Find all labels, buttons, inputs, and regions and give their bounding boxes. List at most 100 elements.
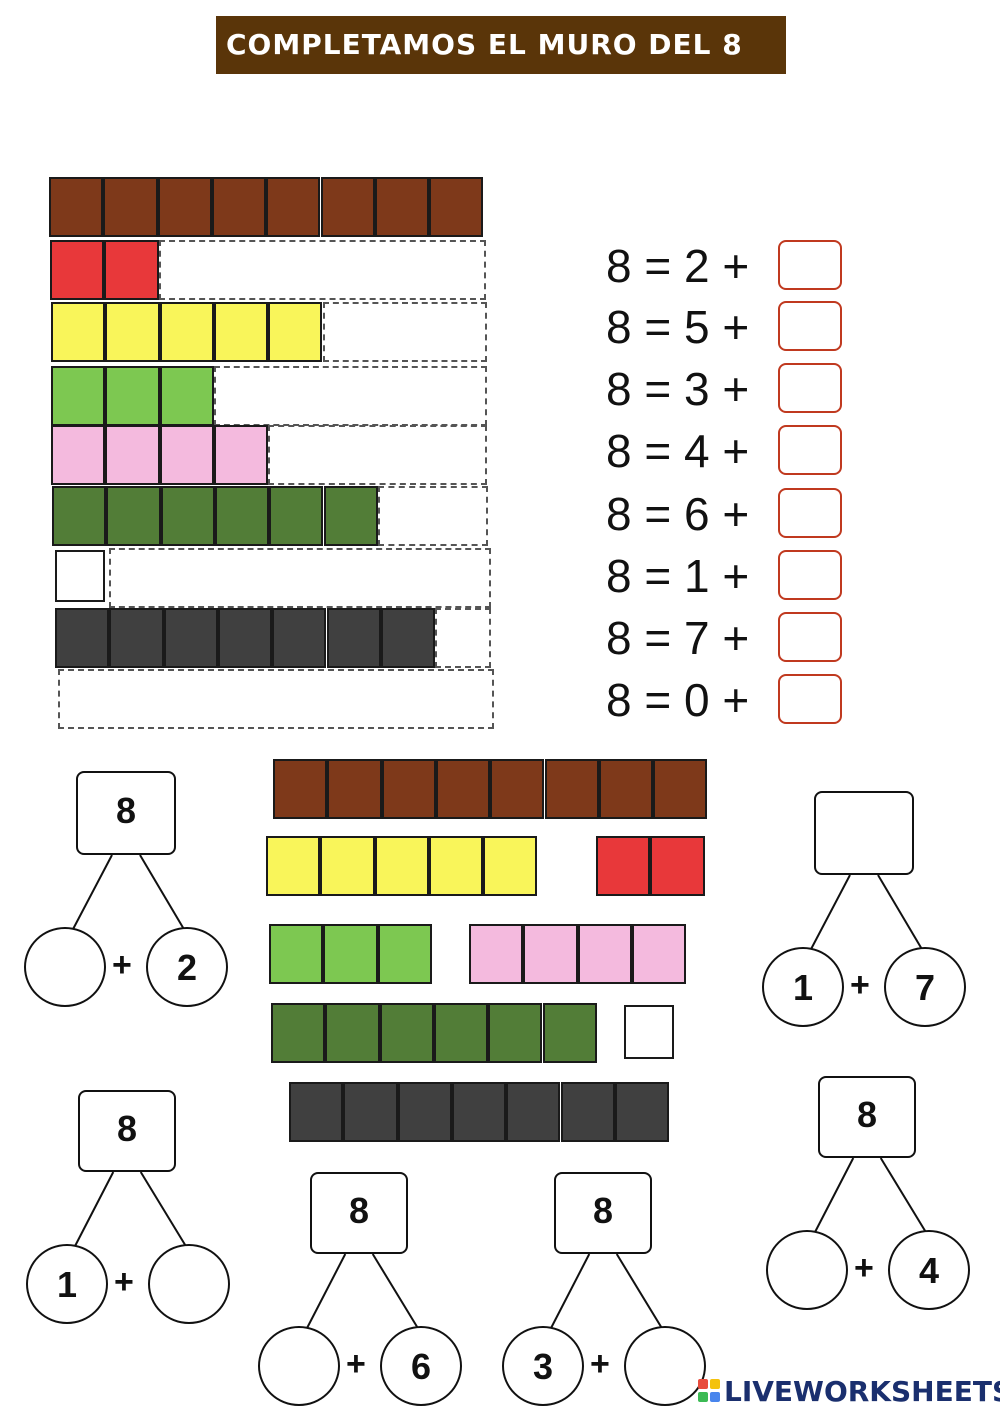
bond-part-right: 4 <box>888 1230 970 1310</box>
bar-cell <box>105 425 160 485</box>
bond-line <box>139 1171 188 1249</box>
bar-cell <box>52 486 107 546</box>
empty-slot[interactable] <box>158 240 487 300</box>
bar-cell <box>106 486 161 546</box>
wall-row <box>51 302 488 362</box>
equation-text: 8 = 7 + <box>606 612 750 664</box>
answer-box[interactable] <box>778 550 842 600</box>
equation: 8 = 1 + <box>606 548 842 604</box>
bar-piece[interactable] <box>271 1003 597 1063</box>
wall-row <box>51 425 488 485</box>
answer-box[interactable] <box>778 301 842 351</box>
bar-cell <box>211 177 267 237</box>
bar-cell <box>51 302 106 362</box>
bar-cell <box>213 425 269 485</box>
bar-cell <box>433 1003 489 1063</box>
bond-total-box: 8 <box>76 771 176 855</box>
bar-piece[interactable] <box>289 1082 670 1142</box>
bond-lines <box>70 854 186 934</box>
bar-cell <box>320 177 375 237</box>
bar-cell <box>320 836 375 896</box>
bond-part-right[interactable] <box>148 1244 230 1324</box>
equation: 8 = 7 + <box>606 610 842 666</box>
bar-cell <box>49 177 104 237</box>
answer-box[interactable] <box>778 425 842 475</box>
bar-piece[interactable] <box>266 836 538 896</box>
wall-row <box>55 608 492 668</box>
bar-cell <box>598 759 654 819</box>
bar-cell <box>272 608 327 668</box>
answer-box[interactable] <box>778 488 842 538</box>
bar-piece[interactable] <box>269 924 432 984</box>
bar-cell <box>323 924 378 984</box>
bar-cell <box>109 608 164 668</box>
bar-cell <box>50 240 105 300</box>
bond-lines <box>808 874 924 954</box>
bar-cell <box>160 486 215 546</box>
bar-cell <box>542 1003 597 1063</box>
equation-text: 8 = 0 + <box>606 674 750 726</box>
equation: 8 = 4 + <box>606 423 842 479</box>
empty-slot[interactable] <box>322 302 488 362</box>
bar-piece[interactable] <box>624 1005 678 1065</box>
bar-cell <box>483 836 538 896</box>
bond-lines <box>812 1157 928 1237</box>
bar-cell <box>105 302 160 362</box>
bar-piece[interactable] <box>596 836 705 896</box>
bond-lines <box>304 1253 420 1333</box>
plus-sign: + <box>854 1249 874 1287</box>
bar-cell <box>271 1003 326 1063</box>
bar-cell <box>523 924 578 984</box>
bar-cell <box>217 608 273 668</box>
wall-row <box>52 486 489 546</box>
bar-cell <box>490 759 545 819</box>
bar-cell <box>273 759 328 819</box>
bond-lines <box>72 1171 188 1251</box>
empty-slot[interactable] <box>268 425 488 485</box>
empty-slot[interactable] <box>377 486 489 546</box>
empty-slot[interactable] <box>213 366 488 426</box>
bar-cell <box>451 1082 507 1142</box>
bar-cell <box>374 836 429 896</box>
equation: 8 = 0 + <box>606 672 842 728</box>
bond-part-left: 1 <box>26 1244 108 1324</box>
bar-cell <box>55 550 105 602</box>
bar-cell <box>157 177 212 237</box>
bond-line <box>70 854 113 934</box>
bond-total-box: 8 <box>818 1076 916 1158</box>
bar-cell <box>377 924 432 984</box>
empty-slot[interactable] <box>435 608 492 668</box>
bar-cell <box>631 924 687 984</box>
bond-total-box: 8 <box>554 1172 652 1254</box>
wall-row <box>51 366 488 426</box>
bar-cell <box>506 1082 561 1142</box>
bond-part-right: 6 <box>380 1326 462 1406</box>
bond-part-left[interactable] <box>258 1326 340 1406</box>
empty-slot[interactable] <box>109 548 492 608</box>
bar-cell <box>577 924 632 984</box>
answer-box[interactable] <box>778 363 842 413</box>
bond-total-box[interactable] <box>814 791 914 875</box>
answer-box[interactable] <box>778 674 842 724</box>
answer-box[interactable] <box>778 240 842 290</box>
wall-row <box>55 548 492 608</box>
bar-cell <box>51 425 106 485</box>
bond-part-left[interactable] <box>24 927 106 1007</box>
bar-piece[interactable] <box>273 759 708 819</box>
bond-part-right[interactable] <box>624 1326 706 1406</box>
empty-slot[interactable] <box>58 669 495 729</box>
bond-part-right: 2 <box>146 927 228 1007</box>
plus-sign: + <box>590 1345 610 1383</box>
bar-cell <box>380 608 436 668</box>
bar-cell <box>159 302 214 362</box>
bar-cell <box>105 366 160 426</box>
bond-total-box: 8 <box>78 1090 176 1172</box>
bond-part-left: 3 <box>502 1326 584 1406</box>
bond-part-left[interactable] <box>766 1230 848 1310</box>
answer-box[interactable] <box>778 612 842 662</box>
bar-cell <box>343 1082 398 1142</box>
bar-piece[interactable] <box>469 924 687 984</box>
